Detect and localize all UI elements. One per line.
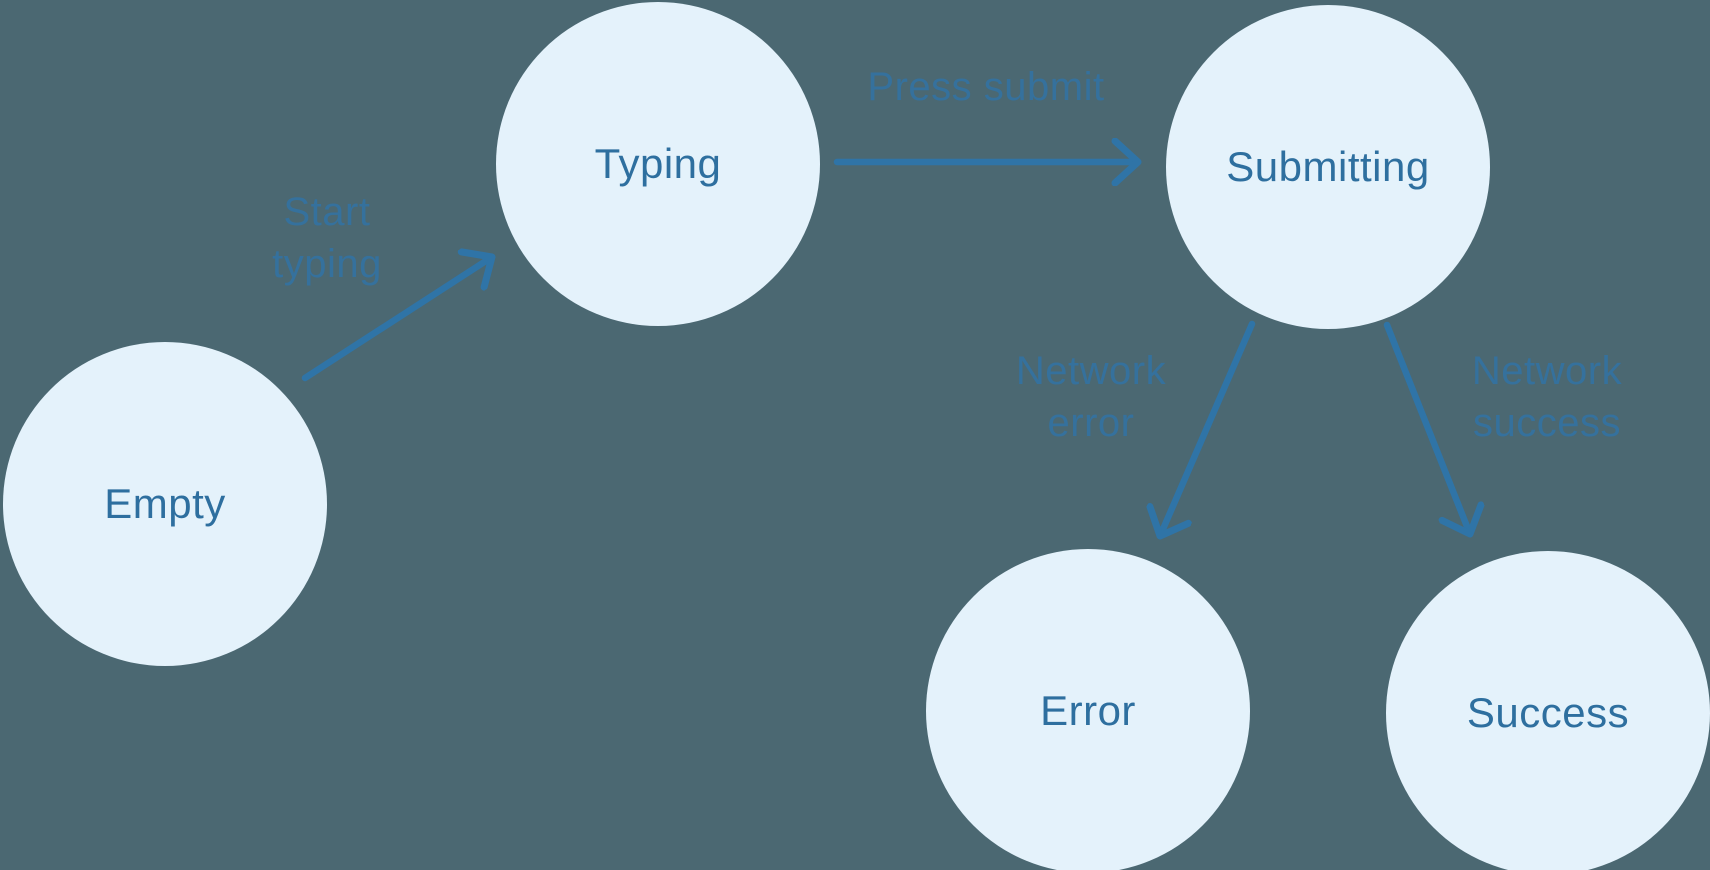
state-label-empty: Empty xyxy=(104,480,226,527)
edge-label-line: Press submit xyxy=(867,65,1105,109)
edge-label-line: Network xyxy=(1471,349,1623,393)
state-label-error: Error xyxy=(1040,687,1136,734)
edge-label-network-error: Network error xyxy=(1016,345,1166,449)
edge-arrow-network-error xyxy=(1160,320,1256,536)
state-node-success: Success xyxy=(1386,551,1710,870)
edge-label-start-typing: Start typing xyxy=(272,186,382,290)
state-node-submitting: Submitting xyxy=(1166,5,1490,329)
state-node-empty: Empty xyxy=(3,342,327,666)
edge-label-line: Start xyxy=(283,190,371,234)
edge-label-network-success: Network success xyxy=(1472,345,1622,449)
state-node-error: Error xyxy=(926,549,1250,870)
state-label-success: Success xyxy=(1466,689,1630,736)
state-label-typing: Typing xyxy=(594,140,722,187)
state-node-typing: Typing xyxy=(496,2,820,326)
state-label-submitting: Submitting xyxy=(1226,143,1430,190)
edge-label-line: success xyxy=(1472,401,1621,445)
edge-arrow-network-success xyxy=(1383,321,1470,534)
edge-arrow-start-typing xyxy=(301,257,492,382)
edge-label-press-submit: Press submit xyxy=(867,61,1104,113)
edge-label-line: error xyxy=(1047,401,1135,445)
edge-label-line: Network xyxy=(1015,349,1167,393)
edge-label-line: typing xyxy=(272,242,382,286)
